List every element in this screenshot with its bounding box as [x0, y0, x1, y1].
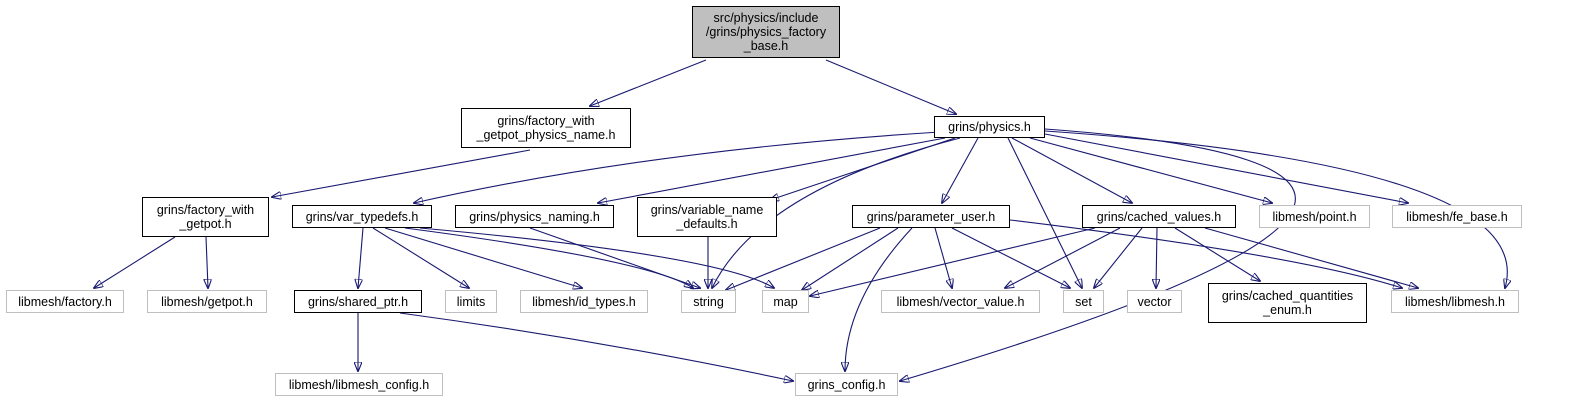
node-libmesh-id-types: libmesh/id_types.h [520, 290, 648, 313]
edge-phys-lm [1044, 130, 1507, 288]
edge-cv-set [1094, 227, 1143, 288]
node-libmesh-config: libmesh/libmesh_config.h [275, 373, 443, 396]
edge-pu-gc [845, 227, 913, 371]
edge-phys-cv [1011, 137, 1132, 203]
edge-phys-vt [414, 131, 941, 203]
edge-root-phys [825, 59, 956, 114]
node-variable-name-defaults[interactable]: grins/variable_name _defaults.h [637, 197, 777, 237]
edge-cv-map [810, 227, 1096, 296]
node-physics-naming[interactable]: grins/physics_naming.h [455, 205, 614, 228]
edge-fwg-lf [94, 236, 176, 288]
edge-vt-str [404, 227, 693, 288]
edge-phys-pu [942, 137, 979, 203]
edge-pu-lm [1009, 219, 1402, 288]
node-physics[interactable]: grins/physics.h [934, 116, 1045, 138]
node-set: set [1063, 290, 1104, 313]
edge-fwg-lg [206, 236, 208, 288]
node-cached-values[interactable]: grins/cached_values.h [1082, 205, 1236, 228]
node-limits: limits [445, 290, 497, 313]
node-var-typedefs[interactable]: grins/var_typedefs.h [292, 205, 432, 228]
edge-phys-gc [900, 128, 1296, 381]
node-map: map [762, 290, 809, 313]
edge-phys-pn [598, 137, 946, 203]
edge-phys-str [712, 137, 961, 288]
edge-phys-set [1007, 137, 1082, 288]
edge-vt-idt [384, 227, 582, 288]
edge-pn-str [529, 227, 700, 288]
edge-pu-set [951, 227, 1070, 288]
root-node-physics-factory-base: src/physics/include /grins/physics_facto… [692, 6, 840, 58]
edge-fwgpn-fwg [272, 149, 531, 197]
edge-root-fwgpn [590, 59, 707, 106]
node-libmesh-factory: libmesh/factory.h [6, 290, 124, 313]
node-factory-with-getpot-physics-name[interactable]: grins/factory_with _getpot_physics_name.… [461, 108, 631, 148]
edge-cv-lm [1204, 227, 1418, 288]
edge-vt-lim [372, 227, 469, 288]
node-libmesh-libmesh: libmesh/libmesh.h [1391, 290, 1519, 313]
node-libmesh-vector-value: libmesh/vector_value.h [881, 290, 1040, 313]
edge-cv-vv [1005, 227, 1121, 288]
edge-pu-map [802, 227, 899, 290]
node-libmesh-getpot: libmesh/getpot.h [147, 290, 267, 313]
node-parameter-user[interactable]: grins/parameter_user.h [852, 205, 1010, 228]
edge-cv-cqe [1174, 227, 1260, 281]
node-factory-with-getpot[interactable]: grins/factory_with _getpot.h [142, 197, 269, 237]
node-libmesh-fe-base: libmesh/fe_base.h [1392, 205, 1522, 228]
node-vector: vector [1127, 290, 1182, 313]
edge-pu-vv [934, 227, 952, 288]
edge-vt-sp [358, 227, 364, 288]
node-libmesh-point: libmesh/point.h [1259, 205, 1370, 228]
node-grins-config: grins_config.h [795, 373, 898, 396]
node-string: string [681, 290, 736, 313]
edge-pu-str [726, 227, 881, 290]
edge-cv-vec [1156, 227, 1157, 288]
edge-vt-map [419, 227, 774, 288]
edge-phys-pt [1029, 137, 1272, 203]
node-cached-quantities-enum[interactable]: grins/cached_quantities _enum.h [1208, 283, 1367, 323]
edge-sp-gc [399, 312, 793, 381]
node-shared-ptr[interactable]: grins/shared_ptr.h [294, 290, 422, 313]
edge-phys-feb [1044, 133, 1408, 203]
